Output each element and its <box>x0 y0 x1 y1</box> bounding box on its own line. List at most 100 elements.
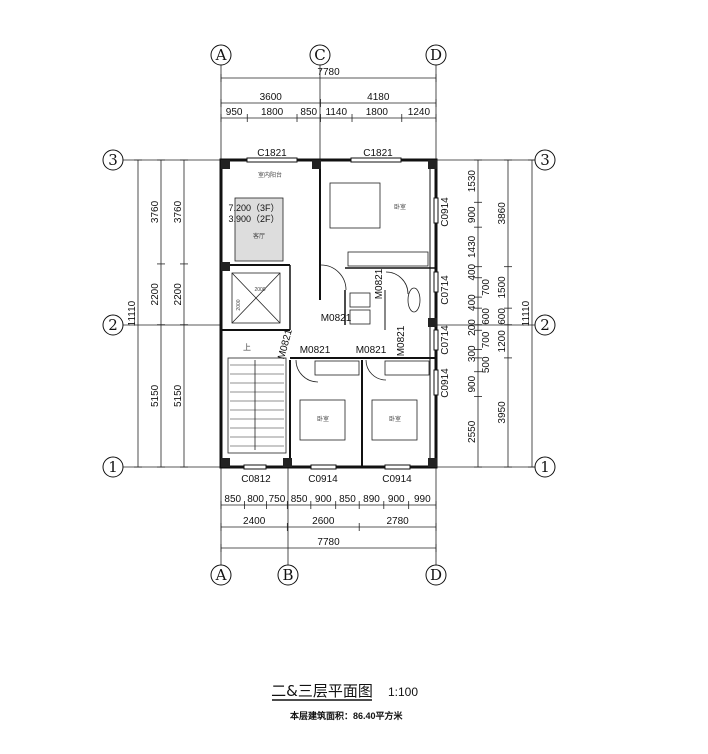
room-label-living: 客厅 <box>253 232 265 240</box>
dimension-value: 5150 <box>150 384 161 407</box>
dimension-value: 900 <box>467 375 478 392</box>
dimension-value: 1500 <box>497 276 508 299</box>
door-label: M0821 <box>396 325 407 356</box>
dimension-value: 1140 <box>326 107 348 118</box>
window-label: C1821 <box>257 148 287 159</box>
wardrobe-3 <box>384 360 430 376</box>
dimension-value: 3860 <box>497 202 508 225</box>
dimension-value: 7780 <box>317 537 340 548</box>
stair <box>227 357 287 454</box>
dimension-value: 1800 <box>261 107 284 118</box>
structural-columns <box>221 160 437 467</box>
window-label: C0714 <box>440 275 451 305</box>
basin-2 <box>349 309 371 325</box>
dimension-value: 2550 <box>467 420 478 443</box>
axis-bubble-right-3: 3 <box>534 149 556 171</box>
dimension-value: 990 <box>414 494 431 505</box>
room-label-bedroom: 卧室 <box>389 415 401 423</box>
window-label: C0914 <box>308 474 338 485</box>
axis-bubble-bottom-b: B <box>277 564 299 586</box>
dimension-value: 5150 <box>173 384 184 407</box>
dimension-value: 600 <box>481 308 492 325</box>
room-label-bedroom: 卧室 <box>394 203 406 211</box>
axis-label: B <box>282 566 293 584</box>
toilet <box>407 287 421 313</box>
axis-bubble-right-1: 1 <box>534 456 556 478</box>
stair-treads <box>230 364 284 447</box>
dimension-value: 3950 <box>497 401 508 424</box>
axis-bubble-top-d: D <box>425 44 447 66</box>
dimension-value: 1530 <box>467 170 478 193</box>
axis-label: 2 <box>540 316 550 334</box>
room-label-balcony: 室内阳台 <box>258 171 282 179</box>
door-label: M0821 <box>374 268 385 299</box>
bed-3 <box>371 399 418 441</box>
dimension-value: 950 <box>226 107 243 118</box>
dimension-value: 2200 <box>150 283 161 306</box>
axis-label: C <box>314 46 325 64</box>
bed-1 <box>329 182 381 229</box>
wardrobe-2 <box>314 360 360 376</box>
dimension-value: 890 <box>363 494 380 505</box>
axis-label: 1 <box>540 458 550 476</box>
window-label: C0812 <box>241 474 271 485</box>
dimension-value: 400 <box>467 263 478 280</box>
dimension-value: 700 <box>481 331 492 348</box>
drawing-scale: 1:100 <box>388 685 418 699</box>
shaft-height: 2000 <box>236 299 242 310</box>
dimension-value: 2780 <box>386 516 409 527</box>
dimension-value: 800 <box>247 494 264 505</box>
windows <box>243 157 439 470</box>
dimension-value: 3760 <box>150 200 161 223</box>
bed-2 <box>299 399 346 441</box>
fixtures <box>227 182 430 454</box>
dimension-value: 1240 <box>408 107 431 118</box>
dimension-value: 11110 <box>127 300 138 326</box>
axis-label: A <box>215 46 227 64</box>
axis-label: 1 <box>108 458 118 476</box>
door-label: M0821 <box>276 328 295 361</box>
axis-bubble-top-a: A <box>210 44 232 66</box>
dimension-value: 850 <box>300 107 317 118</box>
window-label: C0714 <box>440 325 451 355</box>
elevator-shaft <box>231 272 281 324</box>
shaft-width: 2000 <box>254 287 265 293</box>
axis-label: 3 <box>540 151 550 169</box>
axis-label: A <box>215 566 227 584</box>
drawing-title: 二&三层平面图 <box>271 682 373 700</box>
dimension-value: 900 <box>467 206 478 223</box>
dimension-value: 200 <box>467 319 478 336</box>
axis-bubble-bottom-d: D <box>425 564 447 586</box>
dimension-value: 3760 <box>173 200 184 223</box>
axis-bubble-right-2: 2 <box>534 314 556 336</box>
stair-up-label: 上 <box>243 343 251 352</box>
door-label: M0821 <box>300 345 331 356</box>
axis-label: 3 <box>108 151 118 169</box>
dimension-value: 2400 <box>243 516 266 527</box>
dimension-value: 1200 <box>497 330 508 353</box>
dimension-value: 3600 <box>260 92 283 103</box>
axis-bubble-top-c: C <box>309 44 331 66</box>
axis-label: 2 <box>108 316 118 334</box>
dimension-value: 600 <box>497 308 508 325</box>
axis-label: D <box>430 46 442 64</box>
dimension-value: 1800 <box>366 107 389 118</box>
dimension-value: 850 <box>339 494 356 505</box>
dimension-value: 700 <box>481 279 492 296</box>
dimension-value: 1430 <box>467 235 478 258</box>
axis-bubble-bottom-a: A <box>210 564 232 586</box>
window-label: C0914 <box>440 197 451 227</box>
walls <box>219 158 438 469</box>
window-label: C0914 <box>382 474 412 485</box>
axis-bubble-left-1: 1 <box>102 456 124 478</box>
dimension-value: 11110 <box>521 300 532 326</box>
elevation-2f: 3.900（2F） <box>228 214 279 224</box>
dimension-value: 300 <box>467 345 478 362</box>
axis-bubbles: A C D A B D 3 2 1 3 2 1 <box>102 44 556 586</box>
dimension-value: 900 <box>388 494 405 505</box>
room-label-bedroom: 卧室 <box>317 415 329 423</box>
door-label: M0821 <box>321 313 352 324</box>
dimension-value: 2600 <box>312 516 335 527</box>
